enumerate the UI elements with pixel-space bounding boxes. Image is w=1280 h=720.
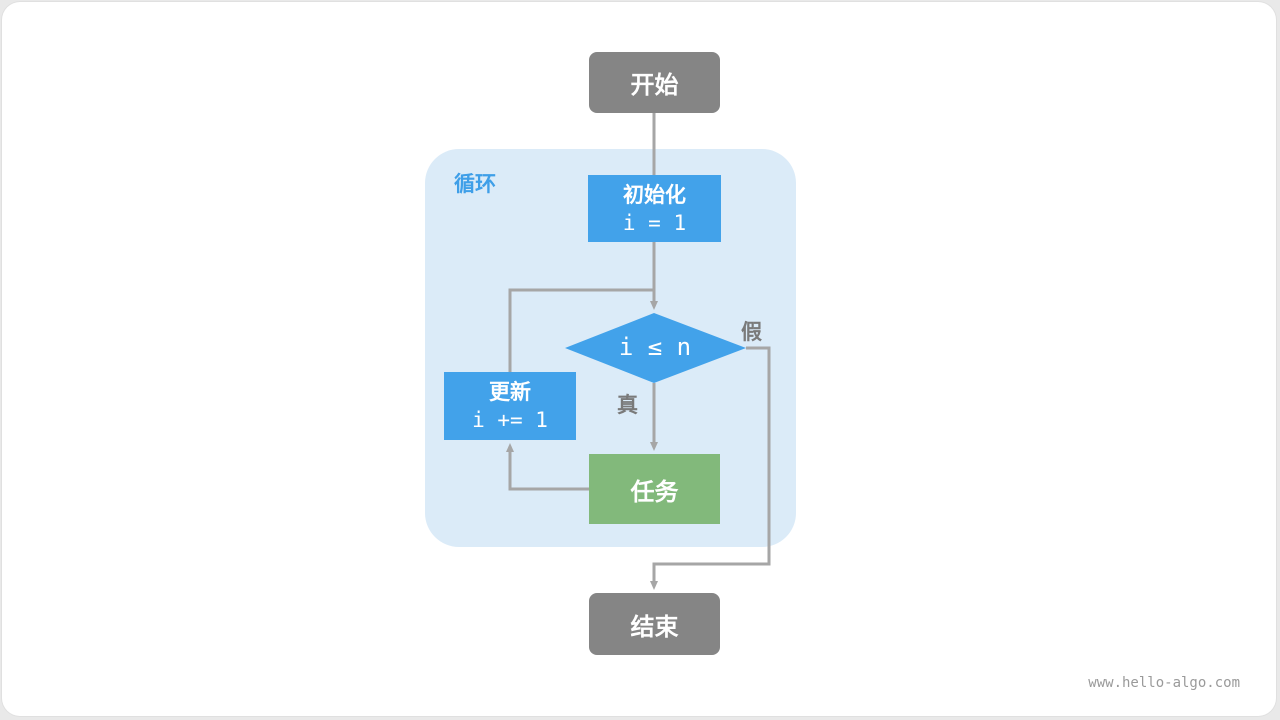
start-label: 开始 (630, 71, 679, 99)
update-title: 更新 (489, 380, 531, 404)
true-branch-label: 真 (617, 393, 638, 417)
connector-condition-false-to-end (650, 346, 771, 590)
false-branch-label: 假 (741, 320, 762, 344)
loop-region-label: 循环 (454, 172, 496, 196)
condition-label: i ≤ n (618, 333, 692, 361)
init-title: 初始化 (623, 182, 686, 207)
init-code: i = 1 (622, 210, 687, 235)
connector-task-to-update (506, 443, 589, 491)
watermark-text: www.hello-algo.com (1088, 675, 1240, 691)
connector-update-to-condition (508, 288, 654, 372)
update-code: i += 1 (472, 408, 548, 432)
start-node: 开始 (589, 52, 720, 113)
task-label: 任务 (630, 477, 679, 506)
condition-diamond (565, 313, 746, 383)
end-node: 结束 (589, 593, 720, 655)
task-node: 任务 (589, 454, 720, 524)
init-node: 初始化 i = 1 (588, 175, 721, 242)
update-node: 更新 i += 1 (444, 372, 576, 440)
end-label: 结束 (630, 612, 679, 641)
